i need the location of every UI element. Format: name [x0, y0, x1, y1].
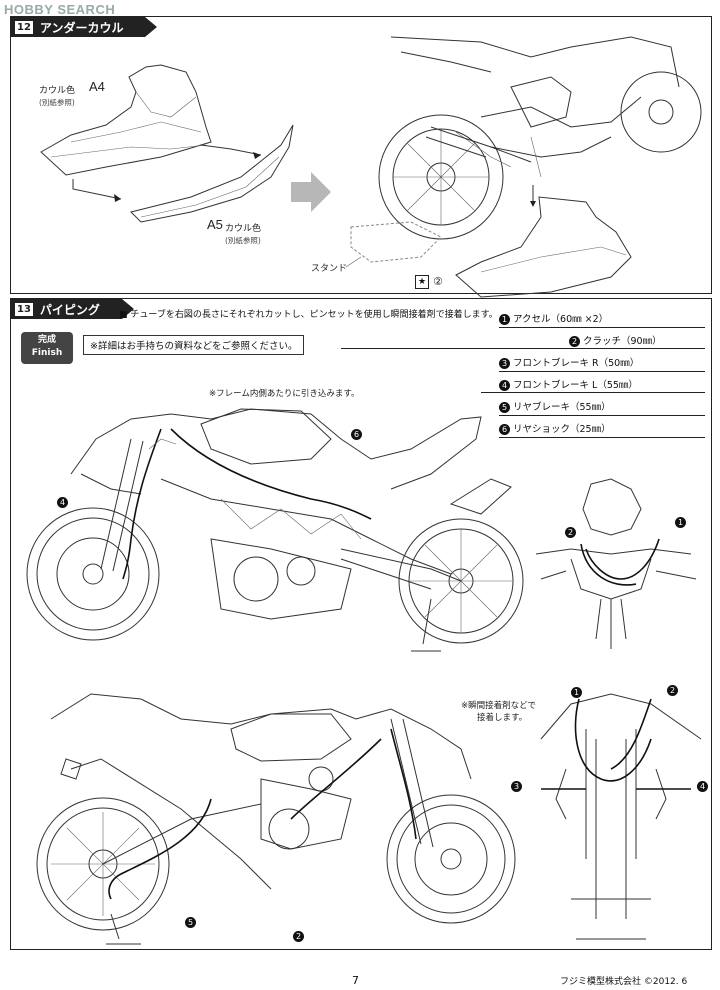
a5-color-label: カウル色: [225, 224, 262, 234]
page-number: 7: [352, 974, 359, 987]
frame-note: ※フレーム内側あたりに引き込みます。: [209, 389, 360, 399]
step-number: 12: [14, 19, 34, 35]
finish-label-jp: 完成: [37, 335, 56, 345]
a4-part-code: A4: [89, 79, 105, 94]
a4-color-label: カウル色: [39, 86, 76, 96]
watermark-logo: HOBBY SEARCH: [4, 2, 116, 17]
callout-5: 5: [185, 917, 196, 928]
callout-1: 1: [571, 687, 582, 698]
a4-color-note: (別紙参照): [39, 98, 75, 107]
a5-part-code: A5: [207, 217, 223, 232]
step-13-panel: 13 パイピング チューブを右図の長さにそれぞれカットし、ピンセットを使用し瞬間…: [10, 298, 712, 950]
step-title: アンダーカウル: [39, 20, 124, 35]
tube-number: 6: [499, 424, 510, 435]
callout-1: 1: [675, 517, 686, 528]
step-number: 13: [14, 301, 34, 317]
company-copyright: フジミ模型株式会社 ©2012. 6: [560, 977, 688, 987]
step-12-panel: 12 アンダーカウル: [10, 16, 712, 298]
callout-4: 4: [57, 497, 68, 508]
reference-note: 詳細はお手持ちの資料などをご参照ください。: [83, 335, 305, 355]
star-reference: ②: [433, 275, 443, 288]
step-title: パイピング: [39, 302, 100, 317]
glue-note-line1: ※瞬間接着剤などで: [461, 701, 536, 711]
callout-6: 6: [351, 429, 362, 440]
step-12-header: 12 アンダーカウル: [11, 17, 158, 37]
a5-color-note: (別紙参照): [225, 236, 261, 245]
tube-number: 3: [499, 358, 510, 369]
star-icon: ★: [415, 275, 429, 289]
finish-badge: 完成 Finish: [21, 332, 73, 364]
tube-label: アクセル（60㎜ ×2）: [513, 314, 609, 325]
tube-number: 2: [569, 336, 580, 347]
stand-label: スタンド: [311, 264, 348, 274]
tube-label: フロントブレーキ L（55㎜）: [513, 380, 638, 391]
tube-label: クラッチ（90㎜）: [583, 336, 662, 347]
undercowl-parts-drawing: [40, 36, 702, 298]
glue-note-line2: 接着します。: [477, 713, 528, 723]
callout-2: 2: [293, 931, 304, 942]
callout-3: 3: [511, 781, 522, 792]
tube-label: リヤショック（25㎜）: [513, 424, 611, 435]
callout-2: 2: [667, 685, 678, 696]
callout-4: 4: [697, 781, 708, 792]
motorcycle-left-side-drawing: [26, 408, 702, 945]
piping-instruction: チューブを右図の長さにそれぞれカットし、ピンセットを使用し瞬間接着剤で接着します…: [119, 307, 497, 320]
tube-label: リヤブレーキ（55㎜）: [513, 402, 611, 413]
tube-number: 1: [499, 314, 510, 325]
step-13-header: 13 パイピング: [11, 299, 134, 319]
finish-label-en: Finish: [31, 348, 63, 358]
tube-number: 5: [499, 402, 510, 413]
tube-number: 4: [499, 380, 510, 391]
tube-label: フロントブレーキ R（50㎜）: [513, 358, 640, 369]
callout-2: 2: [565, 527, 576, 538]
